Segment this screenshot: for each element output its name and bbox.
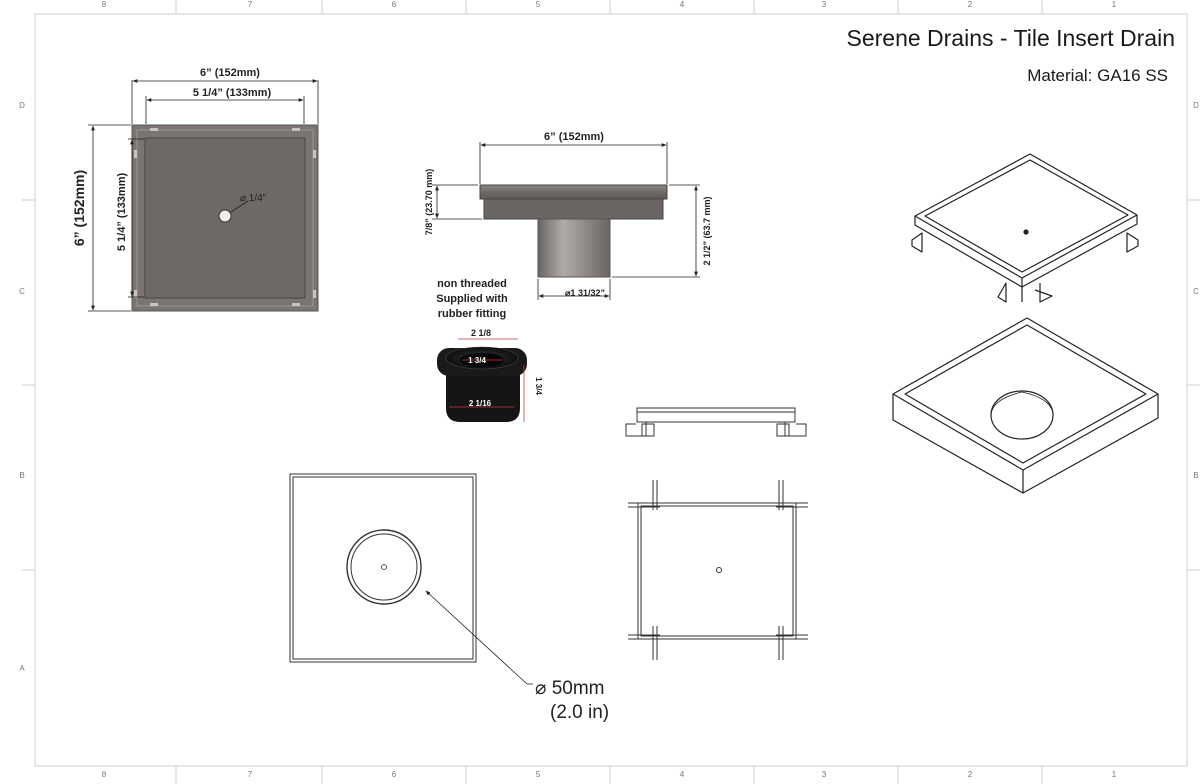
row-label: B xyxy=(19,471,24,480)
outer-width-dimension: 6” (152mm) xyxy=(200,67,260,79)
fitting-height-dimension: 1 3/4 xyxy=(534,377,543,395)
inner-height-dimension: 5 1/4” (133mm) xyxy=(116,173,128,252)
col-label: 6 xyxy=(392,0,397,9)
isometric-frame xyxy=(911,153,1139,303)
col-label: 3 xyxy=(822,770,827,779)
frame-top-view xyxy=(628,480,808,660)
material-label: Material: GA16 SS xyxy=(1027,66,1168,85)
bottom-view xyxy=(289,473,533,685)
col-label: 6 xyxy=(392,770,397,779)
side-width-dimension: 6” (152mm) xyxy=(544,131,604,143)
inner-width-dimension: 5 1/4” (133mm) xyxy=(193,87,272,99)
note-line: Supplied with xyxy=(436,293,508,305)
col-label: 1 xyxy=(1112,0,1117,9)
col-label: 2 xyxy=(968,0,973,9)
rubber-fitting: 2 1/8 1 3/4 2 1/16 1 3/4 xyxy=(437,328,543,422)
col-label: 2 xyxy=(968,770,973,779)
fitting-inner-dimension: 1 3/4 xyxy=(468,356,486,365)
fitting-outer-dimension: 2 1/16 xyxy=(469,399,492,408)
diameter-dimension: ⌀ 50mm xyxy=(535,678,605,699)
col-label: 5 xyxy=(536,770,541,779)
hole-dimension: ⌀ 1/4” xyxy=(240,193,266,204)
row-label: A xyxy=(19,664,25,673)
col-label: 8 xyxy=(102,770,107,779)
row-label: D xyxy=(1193,101,1199,110)
col-label: 8 xyxy=(102,0,107,9)
fitting-top-dimension: 2 1/8 xyxy=(471,328,491,338)
outlet-pipe xyxy=(537,218,611,278)
side-view: 6” (152mm) 7/8” (23.70 mm) 2 1/2” (63.7 … xyxy=(424,131,712,320)
top-view: ⌀ 1/4” 6” (152mm) 5 1/4” (133mm) 6” (152… xyxy=(71,67,319,312)
col-label: 3 xyxy=(822,0,827,9)
outlet-dimension: ⌀1 31/32” xyxy=(565,288,605,298)
row-label: C xyxy=(19,287,25,296)
row-label: C xyxy=(1193,287,1199,296)
drawing-title: Serene Drains - Tile Insert Drain xyxy=(846,25,1175,51)
diameter-inches: (2.0 in) xyxy=(550,702,609,723)
col-label: 7 xyxy=(248,0,253,9)
weep-hole xyxy=(218,209,232,223)
total-height-dimension: 2 1/2” (63.7 mm) xyxy=(702,196,712,265)
insert-side-elevation xyxy=(625,407,807,437)
note-line: non threaded xyxy=(437,278,507,290)
sheet-border: 8 7 6 5 4 3 2 1 8 7 6 5 4 3 2 1 D C B A … xyxy=(19,0,1200,784)
col-label: 7 xyxy=(248,770,253,779)
outer-height-dimension: 6” (152mm) xyxy=(71,170,87,246)
isometric-basin xyxy=(892,317,1159,494)
col-label: 4 xyxy=(680,0,685,9)
flange-dimension: 7/8” (23.70 mm) xyxy=(424,169,434,236)
row-label: D xyxy=(19,101,25,110)
row-label: B xyxy=(1193,471,1198,480)
note-line: rubber fitting xyxy=(438,308,506,320)
col-label: 4 xyxy=(680,770,685,779)
col-label: 5 xyxy=(536,0,541,9)
col-label: 1 xyxy=(1112,770,1117,779)
